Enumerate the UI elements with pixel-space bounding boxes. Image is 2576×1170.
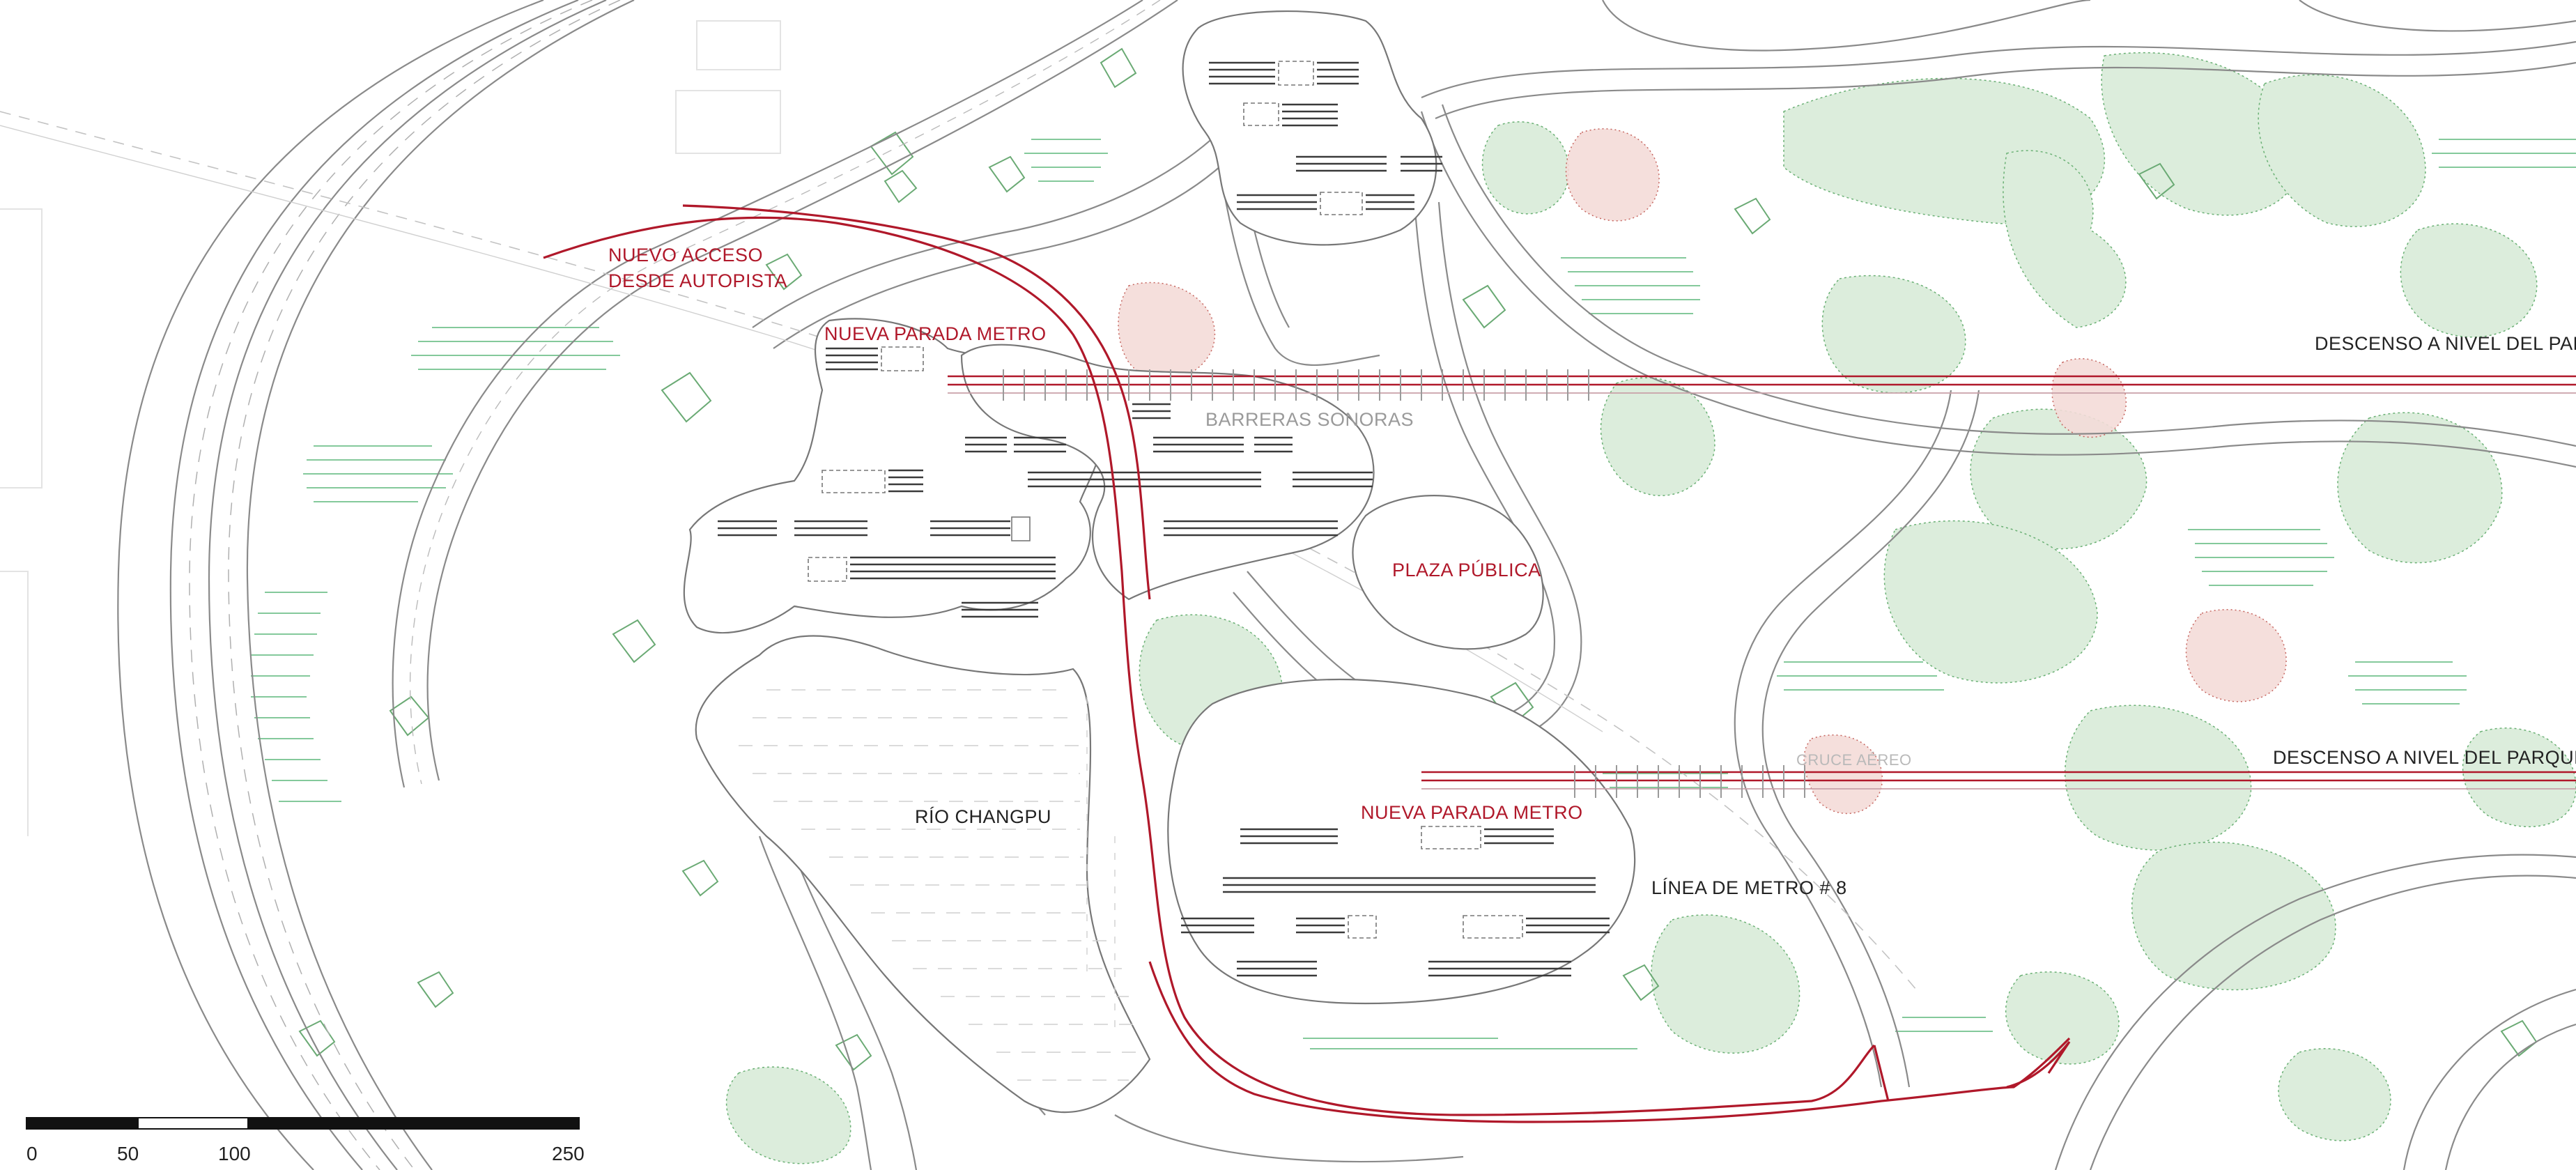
- sound-barrier-ticks: [1003, 369, 1805, 798]
- rio-changpu-river: [695, 635, 1151, 1114]
- river-water-hatch: [739, 689, 1143, 1081]
- label-descenso-parque-sur: DESCENSO A NIVEL DEL PARQUE: [2273, 747, 2576, 768]
- label-nueva-parada-metro-norte: NUEVA PARADA METRO: [824, 323, 1047, 344]
- label-nuevo-acceso: NUEVO ACCESO: [608, 245, 763, 265]
- label-rio-changpu: RÍO CHANGPU: [915, 806, 1051, 827]
- scale-tick-50: 50: [117, 1143, 139, 1164]
- label-linea-metro-8: LÍNEA DE METRO # 8: [1651, 877, 1847, 898]
- label-barreras-sonoras: BARRERAS SONORAS: [1205, 409, 1414, 430]
- background-context: [0, 20, 781, 836]
- label-descenso-parque-norte: DESCENSO A NIVEL DEL PARQUE: [2315, 333, 2576, 354]
- scale-segment-100-250: [247, 1117, 580, 1130]
- vegetation-clusters: [298, 47, 2576, 1164]
- scale-bar: 0 50 100 250: [26, 1117, 585, 1164]
- label-plaza-publica: PLAZA PÚBLICA: [1392, 559, 1541, 580]
- plaza-publica-area: [1352, 495, 1544, 650]
- label-nueva-parada-metro-sur: NUEVA PARADA METRO: [1361, 802, 1583, 823]
- nuevo-acceso-route: [543, 204, 2071, 1123]
- label-cruce-aereo: CRUCE AÉREO: [1796, 751, 1912, 769]
- scale-tick-0: 0: [26, 1143, 38, 1164]
- lawn-hatching: [251, 139, 2576, 1049]
- scale-segment-0-50: [26, 1117, 139, 1130]
- scale-segment-50-100: [137, 1117, 249, 1130]
- label-desde-autopista: DESDE AUTOPISTA: [608, 270, 787, 291]
- scale-tick-250: 250: [552, 1143, 585, 1164]
- metro-platforms: [718, 61, 1610, 977]
- metro-line-8: [948, 375, 2576, 790]
- island-south: [1167, 678, 1636, 1005]
- map-labels: NUEVO ACCESO DESDE AUTOPISTA NUEVA PARAD…: [608, 245, 2576, 898]
- scale-tick-100: 100: [218, 1143, 251, 1164]
